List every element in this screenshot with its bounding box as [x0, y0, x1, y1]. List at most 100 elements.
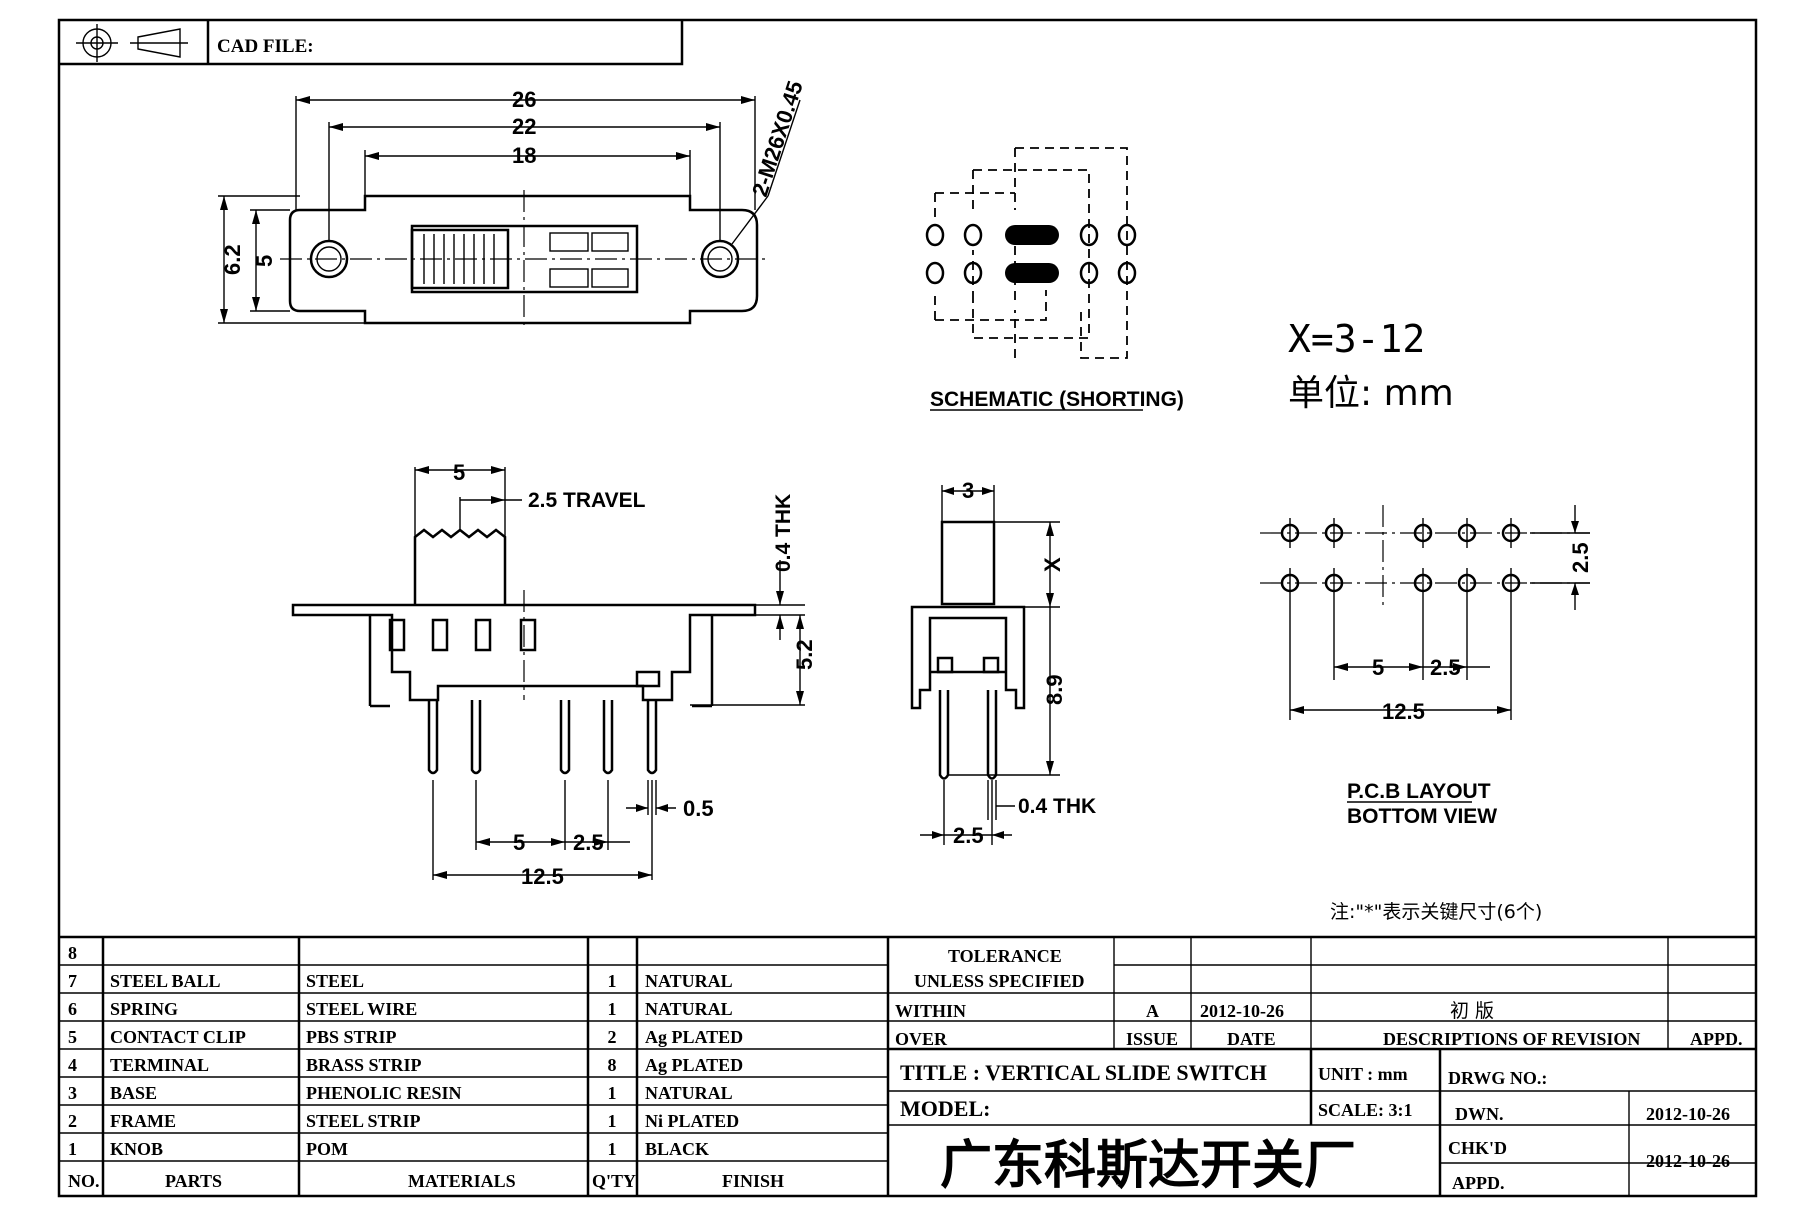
bom-cell-finish: NATURAL [645, 999, 733, 1019]
schematic-label: SCHEMATIC (SHORTING) [930, 388, 1184, 411]
pitch-5: 5 [513, 830, 525, 855]
pcb-label-1: P.C.B LAYOUT [1347, 780, 1491, 803]
dim-18: 18 [512, 143, 536, 168]
front-dim-5: 5 [453, 460, 465, 485]
rev-desc: 初 版 [1450, 1000, 1494, 1022]
over-label: OVER [895, 1029, 948, 1049]
top-view: 26 22 18 6.2 5 2-M26X0.45 [218, 78, 808, 330]
bom-cell-qty: 1 [608, 1139, 617, 1159]
pcb-dim-2-5-vert: 2.5 [1568, 542, 1593, 573]
drawing-title: TITLE : VERTICAL SLIDE SWITCH [900, 1060, 1267, 1085]
bom-cell-finish: Ni PLATED [645, 1111, 739, 1131]
bom-header-finish: FINISH [722, 1171, 784, 1191]
schematic-contacts [925, 223, 1137, 285]
bom-cell-finish: BLACK [645, 1139, 709, 1159]
bom-cell-finish: NATURAL [645, 1083, 733, 1103]
x-range-note: X=3-12 [1288, 317, 1425, 361]
bom-row: 3 BASE PHENOLIC RESIN 1 NATURAL [68, 1083, 733, 1103]
pcb-label-2: BOTTOM VIEW [1347, 805, 1497, 828]
bom-cell-qty: 1 [608, 999, 617, 1019]
bom-cell-material: PHENOLIC RESIN [306, 1083, 462, 1103]
dim-0-5: 0.5 [683, 796, 714, 821]
bom-cell-qty: 1 [608, 1083, 617, 1103]
rev-date: 2012-10-26 [1200, 1001, 1284, 1021]
bom-cell-part: CONTACT CLIP [110, 1027, 246, 1047]
bom-cell-material: STEEL [306, 971, 364, 991]
bom-row: 6 SPRING STEEL WIRE 1 NATURAL [68, 999, 733, 1019]
bom-cell-qty: 1 [608, 971, 617, 991]
projection-symbol-icon [76, 24, 188, 62]
bom-cell-material: BRASS STRIP [306, 1055, 422, 1075]
hole-note: 2-M26X0.45 [747, 78, 808, 200]
bom-cell-no: 7 [68, 971, 77, 991]
bom-cell-no: 4 [68, 1055, 77, 1075]
bom-row: 5 CONTACT CLIP PBS STRIP 2 Ag PLATED [68, 1027, 743, 1047]
cad-file-label: CAD FILE: [217, 36, 314, 57]
side-dim-2-5: 2.5 [953, 823, 984, 848]
unit-note: 单位: mm [1288, 373, 1454, 414]
bom-header: NO. PARTS MATERIALS Q'TY FINISH [68, 1171, 784, 1191]
dim-22: 22 [512, 114, 536, 139]
bom-header-qty: Q'TY [592, 1171, 636, 1191]
header-box: CAD FILE: [59, 20, 684, 66]
thk-label: 0.4 THK [772, 494, 795, 572]
bom-row: 7 STEEL BALL STEEL 1 NATURAL [68, 971, 733, 991]
title-block: TOLERANCE UNLESS SPECIFIED WITHIN OVER A… [888, 937, 1756, 1196]
bom-cell-no: 3 [68, 1083, 77, 1103]
tolerance-label: TOLERANCE [948, 946, 1062, 966]
bom-cell-finish: NATURAL [645, 971, 733, 991]
bom-cell-material: POM [306, 1139, 348, 1159]
bom-cell-no: 2 [68, 1111, 77, 1131]
bom-header-parts: PARTS [165, 1171, 222, 1191]
front-dim-12-5: 12.5 [521, 864, 564, 889]
front-view: 5 2.5 TRAVEL 0.4 THK 5.2 5 2.5 12.5 [291, 460, 817, 889]
drwg-no-label: DRWG NO.: [1448, 1068, 1547, 1088]
bom-cell-material: STEEL STRIP [306, 1111, 421, 1131]
bom-cell-material: PBS STRIP [306, 1027, 397, 1047]
pcb-layout: 2.5 5 2.5 12.5 P.C.B LAYOUT BOTTOM VIEW [1260, 505, 1593, 828]
bom-cell-qty: 8 [608, 1055, 617, 1075]
chkd-label: CHK'D [1448, 1138, 1507, 1158]
within-label: WITHIN [895, 1001, 966, 1021]
bom-header-no: NO. [68, 1171, 100, 1191]
dwn-label: DWN. [1455, 1104, 1504, 1124]
pcb-dim-12-5: 12.5 [1382, 699, 1425, 724]
dim-8-9: 8.9 [1042, 674, 1067, 705]
bom-cell-part: BASE [110, 1083, 157, 1103]
appd-label: APPD. [1690, 1029, 1743, 1049]
bom-cell-finish: Ag PLATED [645, 1027, 743, 1047]
side-thk: 0.4 THK [1018, 795, 1096, 818]
bom-cell-no: 6 [68, 999, 77, 1019]
schematic: SCHEMATIC (SHORTING) [925, 147, 1184, 411]
bom-cell-no: 8 [68, 943, 77, 963]
dim-6-2: 6.2 [220, 244, 245, 275]
key-dimension-note: 注:"*"表示关键尺寸(6个) [1330, 901, 1542, 923]
bom-cell-material: STEEL WIRE [306, 999, 417, 1019]
bom-cell-qty: 1 [608, 1111, 617, 1131]
side-dim-3: 3 [962, 478, 974, 503]
appd2-label: APPD. [1452, 1173, 1505, 1193]
bom-cell-part: SPRING [110, 999, 178, 1019]
descriptions-label: DESCRIPTIONS OF REVISION [1383, 1029, 1640, 1049]
company-name: 广东科斯达开关厂 [940, 1136, 1356, 1196]
unless-label: UNLESS SPECIFIED [914, 971, 1085, 991]
bom-cell-part: STEEL BALL [110, 971, 221, 991]
bom-cell-no: 5 [68, 1027, 77, 1047]
date-label: DATE [1227, 1029, 1276, 1049]
bom-cell-finish: Ag PLATED [645, 1055, 743, 1075]
scale-label: SCALE: 3:1 [1318, 1100, 1413, 1120]
bom-cell-qty: 2 [608, 1027, 617, 1047]
bom-row: 8 [68, 943, 77, 963]
dwn-date: 2012-10-26 [1646, 1104, 1730, 1124]
dim-5: 5 [252, 255, 277, 267]
bom-cell-part: TERMINAL [110, 1055, 209, 1075]
bom-cell-no: 1 [68, 1139, 77, 1159]
pitch-2-5: 2.5 [573, 830, 604, 855]
rev-letter: A [1146, 1001, 1159, 1021]
pcb-pitch-2-5: 2.5 [1430, 655, 1461, 680]
dim-x: X [1040, 557, 1065, 572]
side-view: 3 X 8.9 0.4 THK 2.5 [910, 478, 1096, 848]
